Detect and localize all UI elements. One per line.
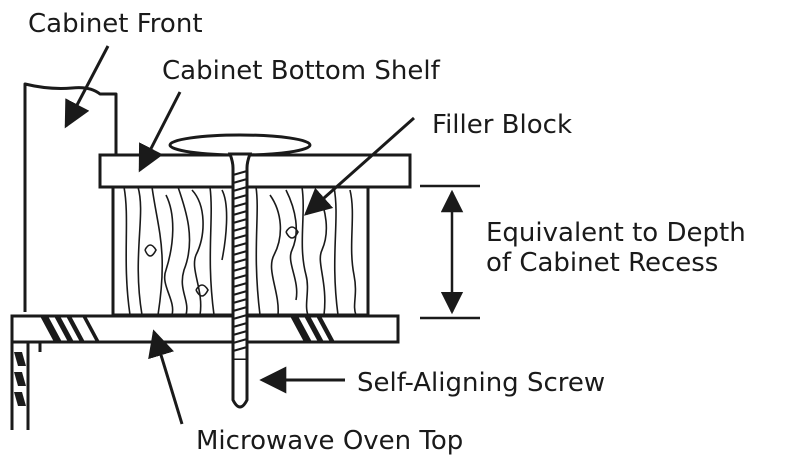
self-aligning-screw (168, 133, 312, 409)
microwave-oven-top-leader (148, 329, 184, 425)
filler-block-leader (303, 116, 415, 216)
depth-label-line-1: Equivalent to Depth (486, 218, 746, 248)
cabinet-front-leader (64, 45, 110, 129)
depth-label-line-2: of Cabinet Recess (486, 248, 719, 278)
depth-dimension (420, 184, 480, 320)
cabinet-bottom-shelf-label: Cabinet Bottom Shelf (162, 56, 440, 86)
cabinet-front-label: Cabinet Front (28, 9, 203, 39)
leader-arrows (64, 45, 415, 425)
filler-block-label: Filler Block (432, 110, 573, 140)
microwave-oven-top-label: Microwave Oven Top (196, 426, 464, 456)
self-aligning-screw-label: Self-Aligning Screw (357, 368, 606, 398)
microwave-oven-top (10, 314, 400, 430)
cabinet-recess-depth-label: Equivalent to Depth of Cabinet Recess (486, 218, 746, 278)
cabinet-bottom-shelf-leader (138, 91, 182, 173)
cabinet-front-panel (23, 82, 118, 312)
